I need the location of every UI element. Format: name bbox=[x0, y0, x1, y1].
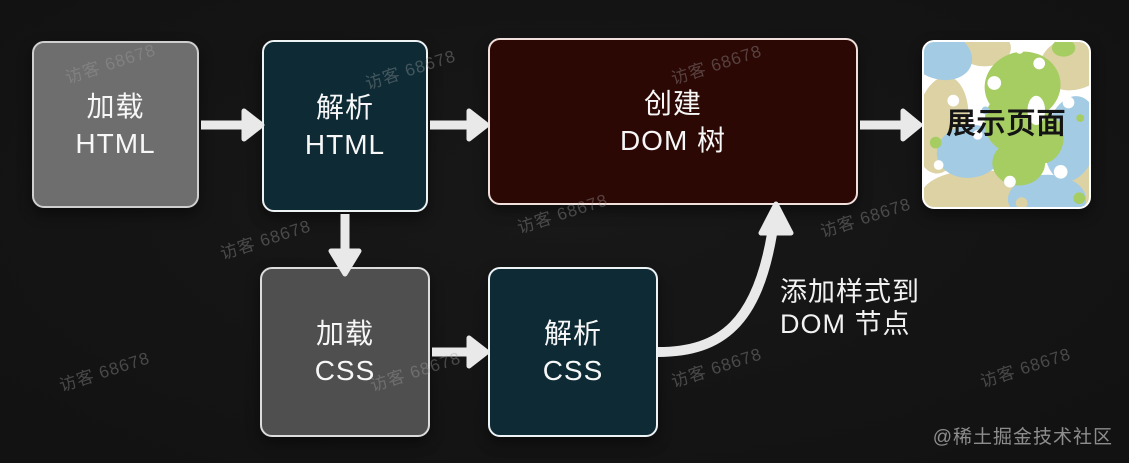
arrow-create-dom-to-display-page bbox=[860, 108, 923, 142]
arrow-parse-html-to-create-dom bbox=[430, 108, 490, 142]
node-label-line: CSS bbox=[542, 355, 604, 386]
node-label-line: 解析 bbox=[315, 92, 374, 123]
arrow-load-html-to-parse-html bbox=[201, 108, 265, 142]
visitor-watermark: 访客 68678 bbox=[977, 344, 1074, 392]
visitor-watermark: 访客 68678 bbox=[56, 348, 153, 396]
node-parse-html: 解析 HTML bbox=[262, 40, 428, 212]
edge-label-line: 添加样式到 bbox=[780, 277, 920, 307]
arrow-parse-css-to-create-dom bbox=[657, 201, 794, 357]
node-parse-css: 解析 CSS bbox=[488, 267, 658, 437]
edge-label-line: DOM 节点 bbox=[780, 309, 911, 339]
node-label-line: HTML bbox=[304, 129, 386, 160]
edge-label-add-styles-to-dom: 添加样式到 DOM 节点 bbox=[780, 276, 920, 340]
node-label-line: CSS bbox=[314, 355, 376, 386]
node-label-display-page: 展示页面 bbox=[946, 108, 1067, 140]
node-load-html: 加载 HTML bbox=[32, 41, 199, 208]
node-label-line: 加载 bbox=[315, 318, 374, 349]
node-display-page: 展示页面 bbox=[922, 40, 1091, 209]
node-load-css: 加载 CSS bbox=[260, 267, 430, 437]
visitor-watermark: 访客 68678 bbox=[668, 344, 765, 392]
node-label-line: HTML bbox=[75, 127, 156, 159]
node-label-line: 解析 bbox=[543, 318, 602, 349]
node-label-line: 加载 bbox=[86, 90, 145, 122]
arrow-parse-html-to-load-css bbox=[328, 214, 362, 277]
node-create-dom-tree: 创建 DOM 树 bbox=[488, 38, 858, 205]
visitor-watermark: 访客 68678 bbox=[217, 216, 314, 264]
arrow-load-css-to-parse-css bbox=[432, 335, 490, 369]
page-preview-pattern bbox=[924, 42, 1089, 207]
juejin-community-credit: @稀土掘金技术社区 bbox=[932, 427, 1113, 448]
node-label-line: DOM 树 bbox=[619, 124, 727, 156]
node-label-line: 创建 bbox=[643, 87, 702, 119]
